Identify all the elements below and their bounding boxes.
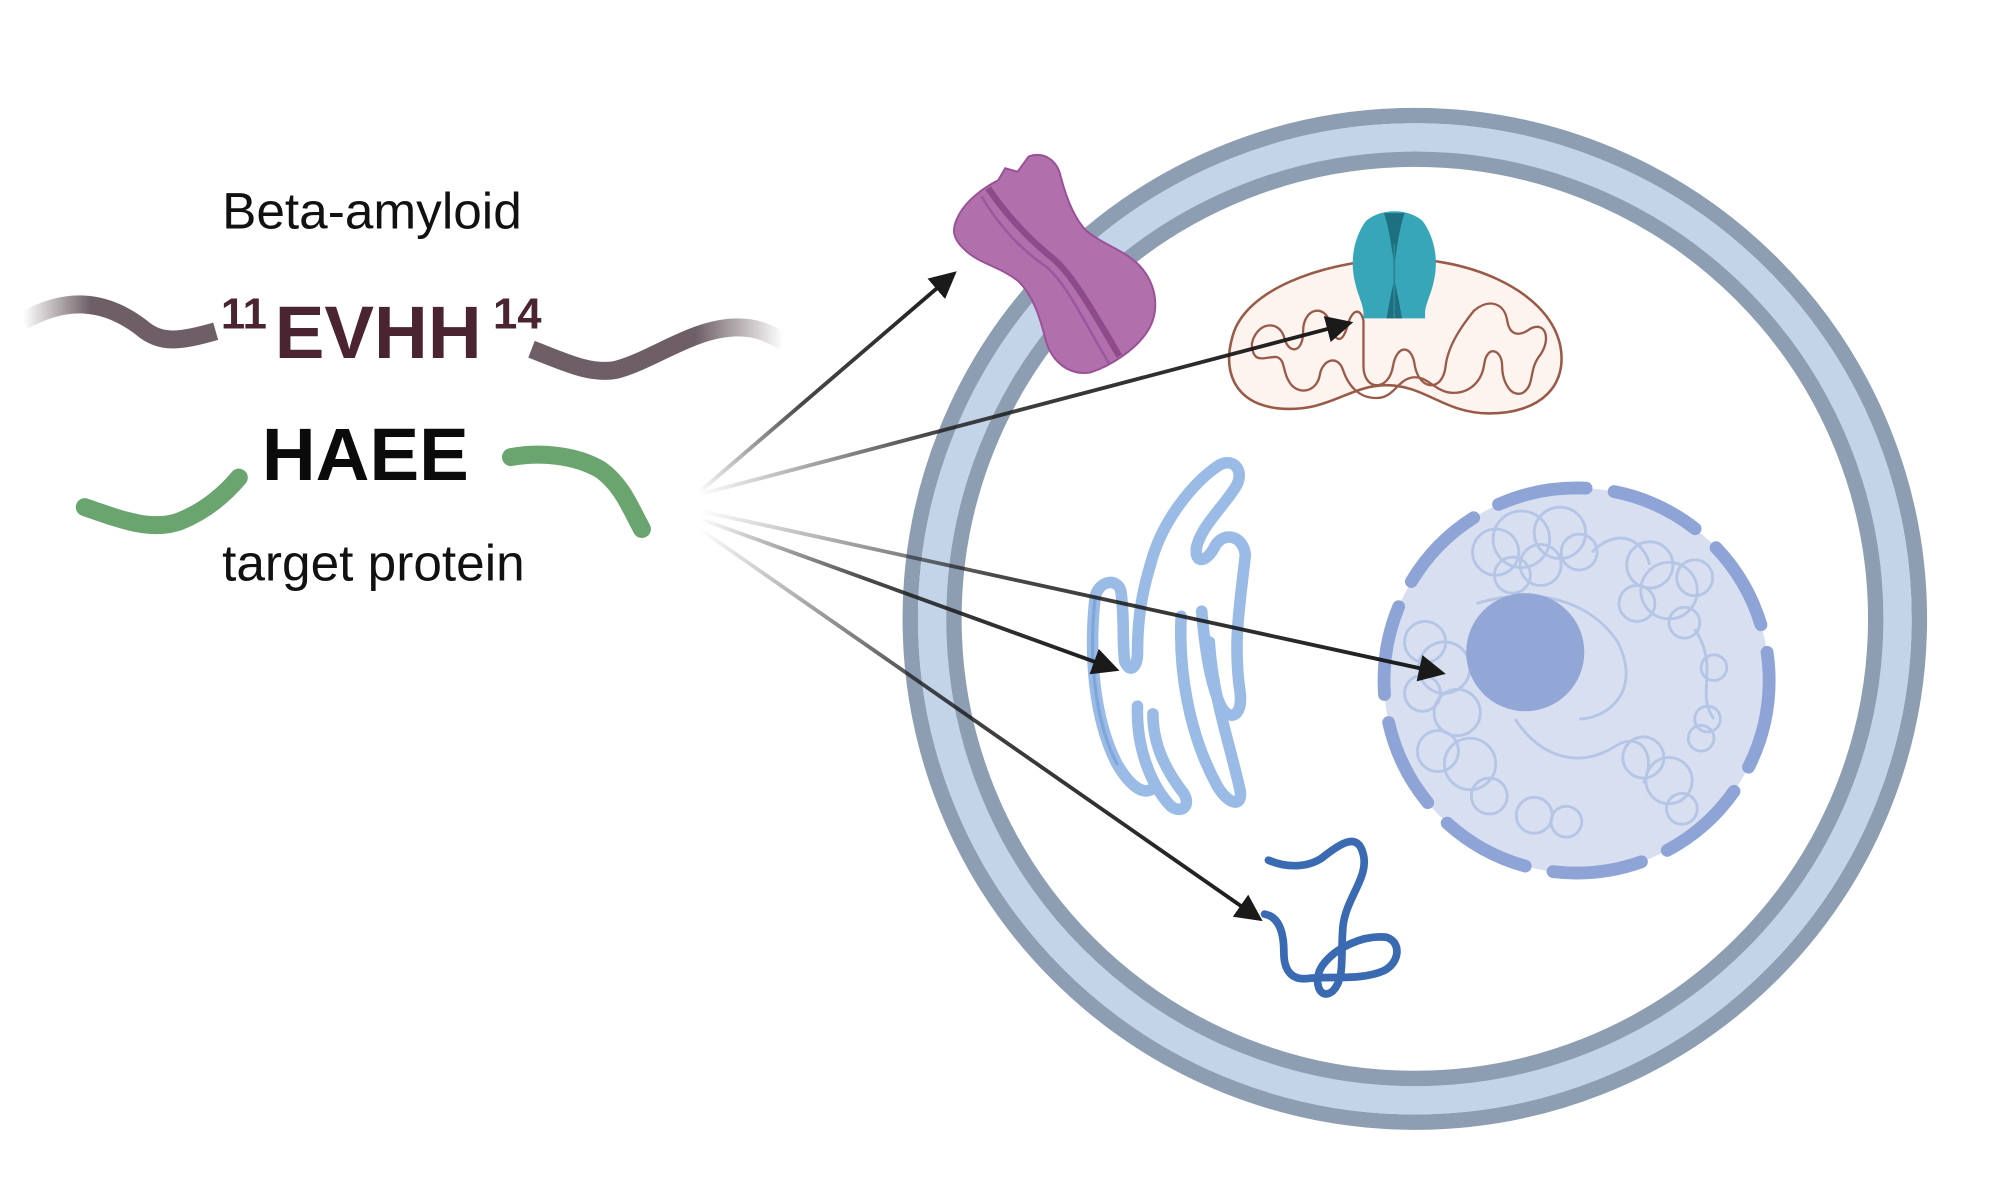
beta-amyloid-label: Beta-amyloid [222, 183, 522, 240]
mitochondrial-channel-icon [1352, 211, 1436, 319]
mitochondrion-icon [1227, 211, 1563, 415]
beta-amyloid-strand [18, 295, 788, 380]
haee-sequence: HAEE [262, 413, 469, 496]
golgi-apparatus-icon [1086, 457, 1252, 816]
haee-strand [75, 445, 651, 538]
arrow-to-mitochondrion [699, 316, 1354, 497]
membrane-receptor-icon [953, 154, 1157, 374]
target-protein-label: target protein [222, 534, 525, 591]
cytosolic-protein-icon [1260, 837, 1401, 998]
nuclear-envelope [1377, 481, 1776, 880]
cell-membrane [902, 107, 1928, 1130]
arrow-to-golgi [699, 516, 1120, 675]
arrow-to-nucleus [699, 509, 1446, 682]
target-arrows [698, 271, 1446, 922]
evhh-left-superscript: 11 [221, 290, 267, 339]
arrow-to-receptor [698, 271, 957, 494]
evhh-sequence: EVHH [275, 291, 482, 374]
evhh-sequence-label: 11 EVHH 14 [221, 290, 542, 375]
arrow-to-cytosolic-protein [698, 527, 1263, 922]
chromatin-icon [1403, 505, 1729, 839]
nucleolus-icon [1466, 593, 1585, 712]
evhh-right-superscript: 14 [493, 290, 542, 339]
nucleus-icon [1377, 481, 1776, 880]
